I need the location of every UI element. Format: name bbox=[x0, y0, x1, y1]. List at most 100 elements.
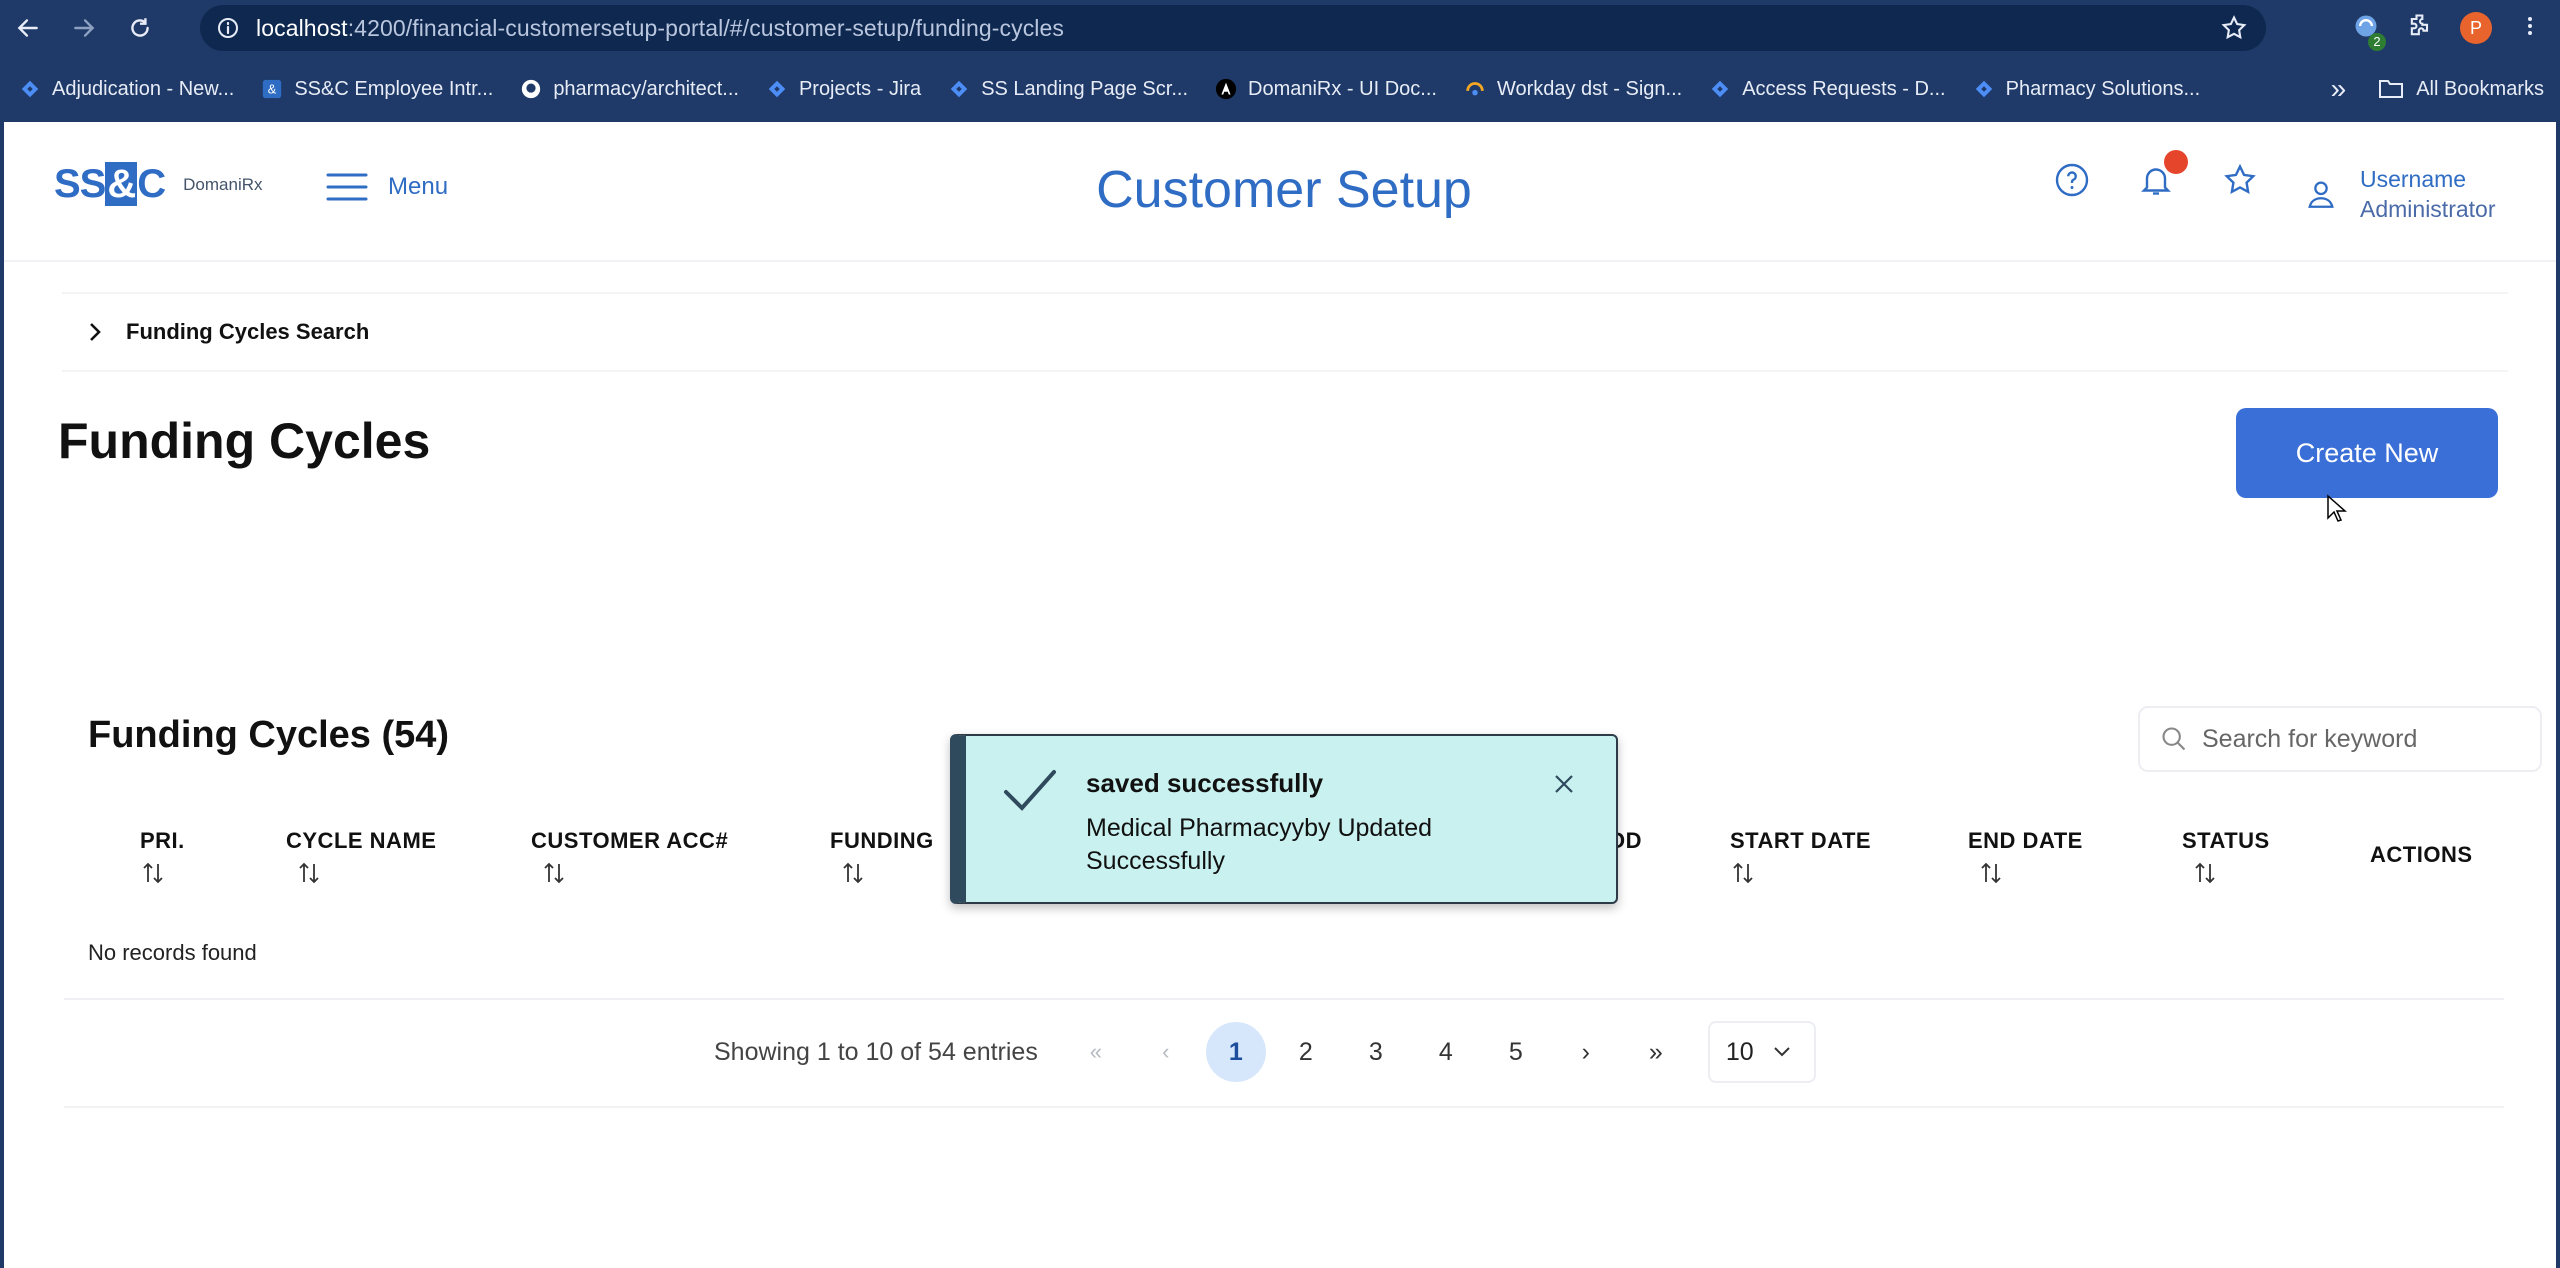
jira-icon bbox=[1708, 77, 1732, 101]
menu-label: Menu bbox=[388, 173, 449, 200]
column-header-priority[interactable]: PRI. bbox=[140, 828, 185, 892]
column-header-end-date[interactable]: END DATE bbox=[1968, 828, 2083, 892]
chevron-down-icon bbox=[1773, 1047, 1790, 1057]
jira-icon bbox=[765, 77, 789, 101]
sort-icon[interactable] bbox=[2192, 860, 2270, 892]
username: Username bbox=[2360, 166, 2467, 192]
browser-toolbar: localhost:4200/financial-customersetup-p… bbox=[0, 0, 2560, 56]
page-size-select[interactable]: 10 bbox=[1707, 1021, 1816, 1083]
notification-dot bbox=[2164, 150, 2188, 174]
jira-icon bbox=[1972, 77, 1996, 101]
search-icon bbox=[2162, 727, 2186, 751]
page-heading: Customer Setup bbox=[1096, 161, 1472, 219]
sort-icon[interactable] bbox=[1978, 860, 2083, 892]
angular-icon bbox=[1214, 77, 1238, 101]
mouse-cursor-icon bbox=[2327, 494, 2347, 522]
toast-message: Medical Pharmacyyby Updated Successfully bbox=[1086, 814, 1432, 875]
extensions-puzzle-icon[interactable] bbox=[2406, 12, 2434, 45]
search-input[interactable] bbox=[2202, 724, 2522, 754]
app-page: SS&C DomaniRx Menu Customer Setup Userna… bbox=[0, 122, 2560, 1268]
bookmark-item[interactable]: SS Landing Page Scr... bbox=[947, 77, 1188, 101]
url-text: localhost:4200/financial-customersetup-p… bbox=[256, 14, 1065, 41]
search-panel-label: Funding Cycles Search bbox=[126, 319, 370, 344]
page-button[interactable]: 1 bbox=[1205, 1022, 1266, 1082]
jira-icon bbox=[18, 77, 42, 101]
favorites-star-icon[interactable] bbox=[2222, 162, 2258, 203]
bookmark-item[interactable]: DomaniRx - UI Doc... bbox=[1214, 77, 1437, 101]
reload-button[interactable] bbox=[112, 0, 168, 56]
success-toast: saved successfully Medical Pharmacyyby U… bbox=[950, 734, 1618, 904]
create-new-button[interactable]: Create New bbox=[2236, 408, 2498, 498]
page-button[interactable]: 4 bbox=[1438, 1037, 1453, 1066]
first-page-button[interactable]: « bbox=[1089, 1039, 1102, 1064]
page-button[interactable]: 2 bbox=[1298, 1037, 1313, 1066]
site-info-icon[interactable] bbox=[200, 16, 256, 40]
bookmarks-bar: Adjudication - New... & SS&C Employee In… bbox=[0, 56, 2560, 122]
column-header-start-date[interactable]: START DATE bbox=[1730, 828, 1871, 892]
last-page-button[interactable]: » bbox=[1648, 1037, 1663, 1066]
bookmark-item[interactable]: Pharmacy Solutions... bbox=[1972, 77, 2200, 101]
browser-menu-icon[interactable] bbox=[2518, 12, 2542, 45]
sort-icon[interactable] bbox=[1730, 860, 1871, 892]
next-page-button[interactable]: › bbox=[1581, 1037, 1590, 1066]
back-button[interactable] bbox=[0, 0, 56, 56]
menu-button[interactable]: Menu bbox=[326, 172, 448, 202]
all-bookmarks-button[interactable]: All Bookmarks bbox=[2378, 78, 2544, 101]
toast-title: saved successfully bbox=[1086, 768, 1324, 798]
svg-text:&: & bbox=[268, 82, 277, 97]
folder-icon bbox=[2379, 80, 2404, 98]
bookmark-item[interactable]: Access Requests - D... bbox=[1708, 77, 1946, 101]
user-role: Administrator bbox=[2360, 196, 2496, 222]
bookmark-item[interactable]: Projects - Jira bbox=[765, 77, 921, 101]
user-menu[interactable]: Username Administrator bbox=[2304, 164, 2495, 224]
divider bbox=[64, 998, 2504, 1000]
pagination: Showing 1 to 10 of 54 entries « ‹ 1 2 3 … bbox=[714, 1021, 1816, 1083]
page-button[interactable]: 5 bbox=[1508, 1037, 1523, 1066]
app-header: SS&C DomaniRx Menu Customer Setup Userna… bbox=[4, 122, 2556, 262]
bookmark-item[interactable]: & SS&C Employee Intr... bbox=[260, 77, 493, 101]
entries-summary: Showing 1 to 10 of 54 entries bbox=[714, 1037, 1038, 1066]
bookmark-item[interactable]: Adjudication - New... bbox=[18, 77, 234, 101]
github-icon bbox=[519, 77, 543, 101]
logo-mark: SS&C bbox=[54, 162, 166, 206]
jira-icon bbox=[947, 77, 971, 101]
workday-icon bbox=[1463, 77, 1487, 101]
forward-button[interactable] bbox=[56, 0, 112, 56]
bookmark-star-icon[interactable] bbox=[2220, 14, 2248, 47]
sort-icon[interactable] bbox=[296, 860, 436, 892]
logo-subtitle: DomaniRx bbox=[183, 174, 263, 194]
funding-cycles-table: Funding Cycles (54) PRI. CYCLE NAME CUST… bbox=[64, 562, 2542, 1122]
page-button[interactable]: 3 bbox=[1368, 1037, 1383, 1066]
close-icon[interactable] bbox=[1552, 772, 1576, 796]
more-bookmarks-button[interactable]: » bbox=[2330, 73, 2347, 104]
sort-icon[interactable] bbox=[140, 860, 185, 892]
hamburger-icon bbox=[326, 173, 368, 201]
help-icon[interactable] bbox=[2054, 162, 2090, 203]
sort-icon[interactable] bbox=[541, 860, 728, 892]
prev-page-button[interactable]: ‹ bbox=[1162, 1039, 1170, 1064]
forward-arrow-icon bbox=[74, 19, 95, 37]
extension-icon[interactable]: 2 bbox=[2352, 12, 2386, 51]
bookmark-item[interactable]: Workday dst - Sign... bbox=[1463, 77, 1682, 101]
address-bar[interactable]: localhost:4200/financial-customersetup-p… bbox=[200, 5, 2266, 51]
page-title: Funding Cycles bbox=[58, 413, 431, 469]
notifications-bell-icon[interactable] bbox=[2138, 150, 2188, 203]
column-header-actions: ACTIONS bbox=[2370, 842, 2473, 867]
ssc-icon: & bbox=[260, 77, 284, 101]
user-icon bbox=[2308, 181, 2334, 208]
column-header-customer-acc[interactable]: CUSTOMER ACC# bbox=[531, 828, 728, 892]
extension-count-badge: 2 bbox=[2368, 32, 2386, 51]
divider bbox=[64, 1106, 2504, 1108]
profile-avatar[interactable]: P bbox=[2460, 12, 2492, 44]
bookmark-item[interactable]: pharmacy/architect... bbox=[519, 77, 739, 101]
funding-cycles-search-toggle[interactable]: Funding Cycles Search bbox=[62, 292, 2508, 372]
column-header-status[interactable]: STATUS bbox=[2182, 828, 2270, 892]
brand-logo[interactable]: SS&C DomaniRx bbox=[54, 162, 263, 207]
chevron-right-icon bbox=[90, 323, 101, 341]
keyword-search[interactable] bbox=[2138, 706, 2542, 772]
table-title: Funding Cycles (54) bbox=[88, 714, 450, 756]
sort-icon[interactable] bbox=[840, 860, 934, 892]
empty-state-text: No records found bbox=[88, 940, 257, 965]
column-header-funding[interactable]: FUNDING bbox=[830, 828, 934, 892]
column-header-cycle-name[interactable]: CYCLE NAME bbox=[286, 828, 436, 892]
